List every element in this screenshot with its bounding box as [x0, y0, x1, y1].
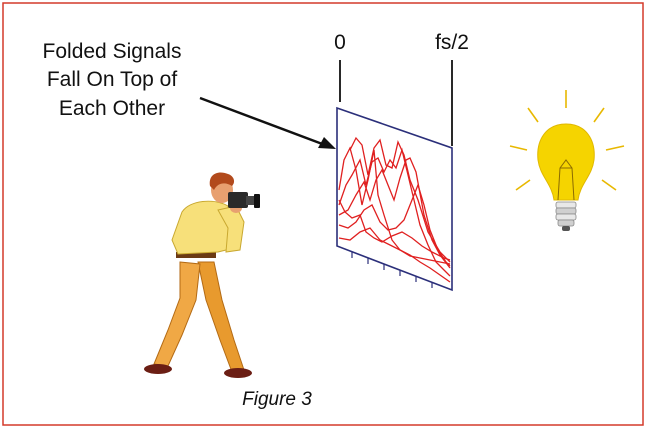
light-bulb-icon [509, 90, 625, 231]
annotation-text: Folded Signals Fall On Top of Each Other [43, 40, 182, 120]
camera-icon [228, 192, 260, 208]
bulb-filament [557, 159, 575, 201]
signal-trace-5 [338, 227, 451, 265]
figure-caption: Figure 3 [242, 389, 312, 410]
bulb-glass [537, 123, 595, 201]
spectrum-panel [336, 106, 453, 292]
spectrum-ticks [351, 252, 433, 288]
annotation-line-3: Each Other [59, 97, 165, 120]
signal-trace-7 [338, 199, 451, 261]
annotation-line-2: Fall On Top of [47, 68, 178, 91]
spectrum-label-zero: 0 [334, 31, 346, 54]
pointer-arrow [199, 96, 336, 149]
photographer-icon [144, 172, 260, 378]
annotation-line-1: Folded Signals [43, 40, 182, 63]
folded-signal-traces [338, 136, 451, 283]
signal-trace-1 [338, 146, 451, 283]
signal-trace-6 [349, 136, 451, 263]
bulb-rays [509, 90, 625, 191]
spectrum-label-fs-half: fs/2 [435, 31, 469, 54]
signal-trace-3 [338, 157, 451, 269]
bulb-base [555, 201, 577, 231]
